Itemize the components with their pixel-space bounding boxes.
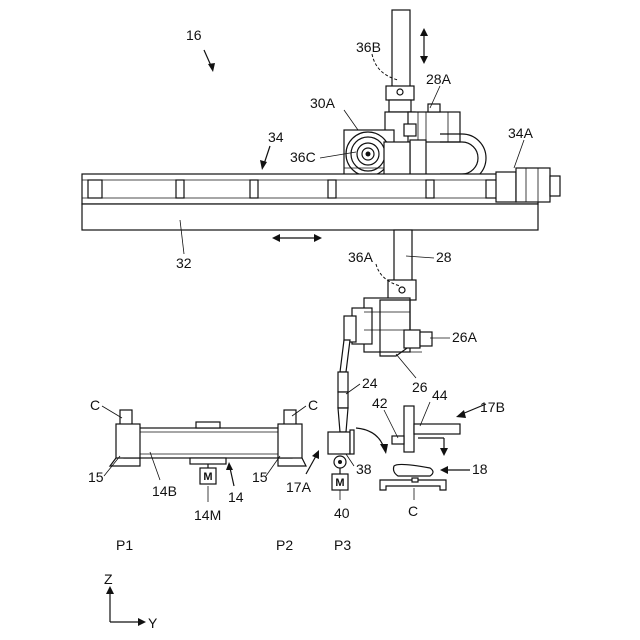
label-42: 42 [372, 395, 388, 411]
motor-14m-mark: M [203, 471, 212, 483]
label-30a: 30A [310, 95, 336, 111]
label-p1: P1 [116, 537, 133, 553]
label-36a: 36A [348, 249, 374, 265]
label-p2: P2 [276, 537, 293, 553]
transfer-arrow [356, 428, 384, 448]
label-14: 14 [228, 489, 244, 505]
label-38: 38 [356, 461, 372, 477]
vertical-motion-arrow [420, 28, 428, 64]
label-y-axis: Y [148, 615, 158, 631]
labels: 16 36B 28A 30A 34 34A 36C 32 36A 28 26A … [88, 27, 534, 631]
label-16: 16 [186, 27, 202, 43]
label-14b: 14B [152, 483, 177, 499]
conveyor-14 [124, 422, 292, 464]
motor-40-mark: M [335, 477, 344, 489]
rotary-head-26 [344, 298, 432, 356]
label-17b: 17B [480, 399, 505, 415]
horizontal-motion-arrow [272, 234, 322, 242]
label-36b: 36B [356, 39, 381, 55]
tray-18 [380, 464, 446, 490]
axis-indicator [106, 586, 146, 626]
label-34: 34 [268, 129, 284, 145]
label-26: 26 [412, 379, 428, 395]
carriage-body [384, 142, 410, 178]
motor-34a [496, 168, 560, 202]
label-24: 24 [362, 375, 378, 391]
label-28: 28 [436, 249, 452, 265]
label-32: 32 [176, 255, 192, 271]
end-clamp-left-15 [110, 410, 140, 466]
vertical-column-lower [388, 230, 416, 300]
label-c-left: C [90, 397, 100, 413]
down-arrow-17b [418, 438, 448, 456]
arm-24 [338, 340, 350, 432]
label-17a: 17A [286, 479, 312, 495]
motor-28a [404, 104, 460, 176]
label-44: 44 [432, 387, 448, 403]
label-26a: 26A [452, 329, 478, 345]
label-28a: 28A [426, 71, 452, 87]
label-c-mid: C [308, 397, 318, 413]
label-18: 18 [472, 461, 488, 477]
station-17b [392, 406, 460, 452]
label-c-tray: C [408, 503, 418, 519]
label-40: 40 [334, 505, 350, 521]
label-p3: P3 [334, 537, 351, 553]
label-14m: 14M [194, 507, 221, 523]
rail-beam-32 [82, 174, 538, 230]
label-34a: 34A [508, 125, 534, 141]
label-15-left: 15 [88, 469, 104, 485]
label-36c: 36C [290, 149, 316, 165]
end-clamp-right-15 [278, 410, 306, 466]
motor-14m: M [200, 464, 216, 484]
label-z-axis: Z [104, 571, 113, 587]
label-15-right: 15 [252, 469, 268, 485]
